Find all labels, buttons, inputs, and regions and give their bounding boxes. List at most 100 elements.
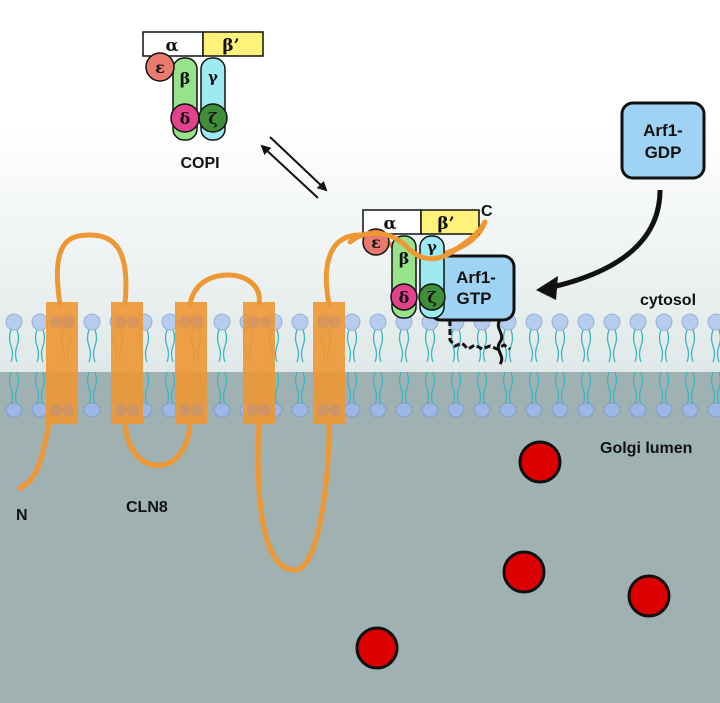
alpha-label: α xyxy=(165,36,178,56)
lipid-tail xyxy=(690,329,696,363)
lipid-head xyxy=(551,402,569,418)
lipid-tail xyxy=(40,371,46,405)
lipid-tail xyxy=(638,371,644,405)
zeta-label: ζ xyxy=(208,109,217,128)
lipid-tail xyxy=(508,371,514,405)
lipid-tail xyxy=(300,329,306,363)
lipid-tail xyxy=(482,371,488,405)
lipid-head xyxy=(629,313,647,331)
delta-subunit-bound xyxy=(390,283,418,311)
lipid-head-overlay xyxy=(317,404,329,416)
lipid-head-overlay xyxy=(50,404,62,416)
lipid-head xyxy=(421,402,439,418)
lipid-tail xyxy=(456,329,462,363)
lipid-tail xyxy=(164,329,170,363)
lipid-tail xyxy=(346,371,352,405)
beta-label: β xyxy=(180,69,191,88)
lipid-head xyxy=(369,313,387,331)
epsilon-label-bound: ε xyxy=(371,233,381,252)
lipid-head-overlay xyxy=(259,404,271,416)
lipid-head xyxy=(577,402,595,418)
beta-prime-label-bound: β’ xyxy=(437,214,454,234)
lipid-head-overlay xyxy=(62,316,74,328)
lipid-tail xyxy=(528,371,534,405)
lipid-tail xyxy=(86,329,92,363)
lipid-head xyxy=(5,313,23,331)
lipid-tail xyxy=(430,371,436,405)
lipid-tail xyxy=(404,329,410,363)
lipid-tail xyxy=(14,329,20,363)
lipid-tail xyxy=(14,371,20,405)
arf1-gdp: Arf1- GDP xyxy=(620,101,706,180)
lipid-tail xyxy=(216,371,222,405)
lipid-tail xyxy=(40,329,46,363)
lipid-tail xyxy=(346,329,352,363)
lipid-head xyxy=(31,402,49,418)
lipid-tail xyxy=(482,329,488,363)
arf1-gdp-box xyxy=(620,101,706,180)
lipid-tail xyxy=(274,371,280,405)
lipid-head-overlay xyxy=(127,316,139,328)
cargo-particle xyxy=(502,550,546,594)
lipid-tail xyxy=(586,329,592,363)
lipid-bilayer xyxy=(5,313,720,418)
lipid-tail xyxy=(554,371,560,405)
beta-label-bound: β xyxy=(399,249,410,268)
lipid-tail xyxy=(560,329,566,363)
lipid-head xyxy=(291,402,309,418)
lipid-tail xyxy=(170,329,176,363)
lipid-head xyxy=(343,313,361,331)
n-terminus-label: N xyxy=(16,507,28,524)
lipid-head xyxy=(525,402,543,418)
lipid-head-overlay xyxy=(247,316,259,328)
copi-label: COPI xyxy=(180,155,219,172)
lipid-head xyxy=(499,402,517,418)
lipid-head xyxy=(655,313,673,331)
lipid-head xyxy=(707,313,720,331)
cln8-label: CLN8 xyxy=(126,499,168,516)
lipid-head xyxy=(83,402,101,418)
lipid-head xyxy=(551,313,569,331)
delta-label: δ xyxy=(180,109,191,128)
cargo-particle xyxy=(627,574,671,618)
lipid-tail xyxy=(424,329,430,363)
lipid-tail xyxy=(86,371,92,405)
lipid-head-overlay xyxy=(115,316,127,328)
lipid-tail xyxy=(92,371,98,405)
lipid-head-overlay xyxy=(127,404,139,416)
lipid-tail xyxy=(612,329,618,363)
lipid-head xyxy=(343,402,361,418)
cytosol-label: cytosol xyxy=(640,292,696,309)
lipid-tail xyxy=(534,371,540,405)
cln8-loop-1 xyxy=(54,232,129,307)
lipid-tail xyxy=(612,371,618,405)
cargo-particle xyxy=(518,440,562,484)
lipid-tail xyxy=(476,371,482,405)
beta-prime-label: β’ xyxy=(222,36,239,56)
lipid-tail xyxy=(34,371,40,405)
lipid-tail xyxy=(372,329,378,363)
zeta-subunit-bound xyxy=(418,283,446,311)
lipid-tail xyxy=(716,329,720,363)
dissociation-arrow xyxy=(260,144,319,199)
arf1-gtp: Arf1- GTP xyxy=(428,254,516,365)
c-terminus-label: C xyxy=(481,203,493,220)
lipid-tail xyxy=(352,329,358,363)
epsilon-subunit xyxy=(145,52,175,82)
myristoyl-anchor xyxy=(496,319,504,365)
lipid-tail xyxy=(606,371,612,405)
lipid-head xyxy=(447,402,465,418)
lipid-tail xyxy=(632,329,638,363)
lipid-head xyxy=(5,402,23,418)
activation-arrow-shaft xyxy=(547,189,663,291)
lipid-head xyxy=(395,402,413,418)
lipid-tail xyxy=(534,329,540,363)
lipid-head-overlay xyxy=(329,316,341,328)
lipid-tail xyxy=(398,329,404,363)
zeta-subunit xyxy=(198,103,228,133)
lipid-head xyxy=(213,313,231,331)
lipid-head xyxy=(291,313,309,331)
lipid-tail xyxy=(684,329,690,363)
